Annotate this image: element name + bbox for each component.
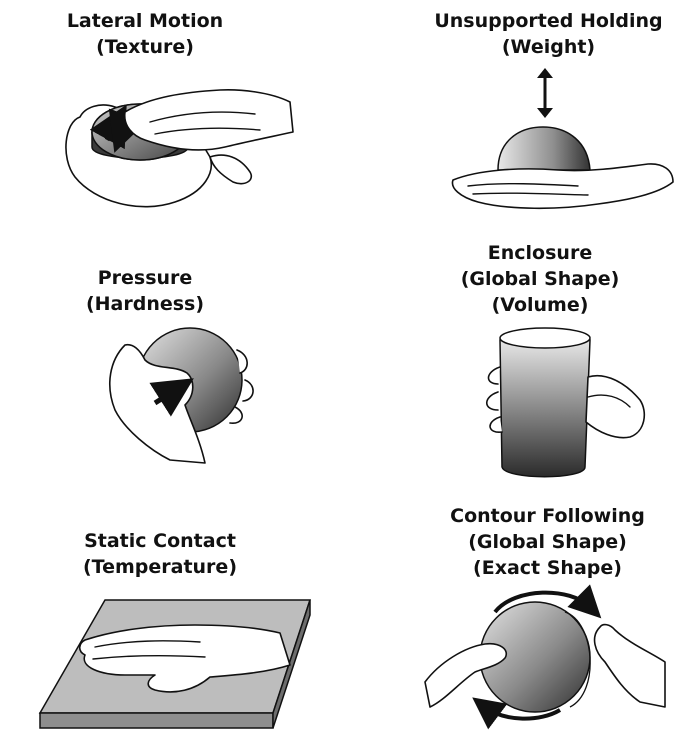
enclosure-subtitle-2: (Volume) bbox=[445, 292, 635, 318]
hand-enclosing-cylinder-icon bbox=[480, 322, 650, 482]
unsupported-holding-label: Unsupported Holding (Weight) bbox=[420, 8, 677, 60]
weight-arrow-icon bbox=[535, 68, 555, 118]
pressure-subtitle: (Hardness) bbox=[60, 291, 230, 317]
contour-following-title: Contour Following bbox=[430, 503, 665, 529]
pressure-label: Pressure (Hardness) bbox=[60, 265, 230, 317]
unsupported-holding-title: Unsupported Holding bbox=[420, 8, 677, 34]
hand-on-flat-surface-icon bbox=[35, 595, 315, 735]
lateral-motion-subtitle: (Texture) bbox=[35, 34, 255, 60]
lateral-motion-label: Lateral Motion (Texture) bbox=[35, 8, 255, 60]
contour-following-subtitle-1: (Global Shape) bbox=[430, 529, 665, 555]
hand-holding-object-icon bbox=[448, 122, 677, 222]
lateral-motion-title: Lateral Motion bbox=[35, 8, 255, 34]
contour-following-subtitle-2: (Exact Shape) bbox=[430, 555, 665, 581]
pressure-title: Pressure bbox=[60, 265, 230, 291]
hands-tracing-sphere-icon bbox=[420, 582, 670, 732]
hand-pressing-object-icon bbox=[95, 325, 275, 465]
hand-rubbing-object-icon bbox=[55, 62, 315, 222]
enclosure-label: Enclosure (Global Shape) (Volume) bbox=[445, 240, 635, 318]
enclosure-subtitle-1: (Global Shape) bbox=[445, 266, 635, 292]
static-contact-title: Static Contact bbox=[55, 528, 265, 554]
contour-following-label: Contour Following (Global Shape) (Exact … bbox=[430, 503, 665, 581]
static-contact-subtitle: (Temperature) bbox=[55, 554, 265, 580]
enclosure-title: Enclosure bbox=[445, 240, 635, 266]
unsupported-holding-subtitle: (Weight) bbox=[420, 34, 677, 60]
static-contact-label: Static Contact (Temperature) bbox=[55, 528, 265, 580]
